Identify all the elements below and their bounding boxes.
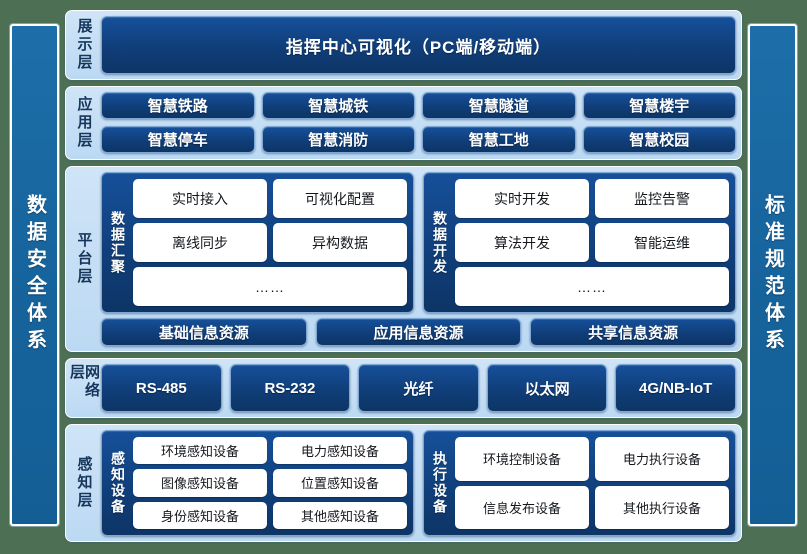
- sensing-group-actuator-devices: 执行设备 环境控制设备 电力执行设备 信息发布设备 其他执行设备: [423, 430, 736, 536]
- app-item[interactable]: 智慧消防: [261, 125, 415, 153]
- platform-chip[interactable]: 离线同步: [133, 223, 267, 262]
- platform-group-grid: 实时开发 监控告警 算法开发 智能运维 ……: [455, 179, 729, 306]
- platform-group-data-development: 数据开发 实时开发 监控告警 算法开发 智能运维 ……: [423, 172, 736, 313]
- layer-sensing: 感知层 感知设备 环境感知设备 电力感知设备 图像感知设备 位置感知设备: [65, 424, 742, 542]
- layer-application-label: 应用层: [75, 96, 93, 150]
- platform-chip[interactable]: 监控告警: [595, 179, 729, 218]
- layer-platform: 平台层 数据汇聚 实时接入 可视化配置 离线同步 异构数据: [65, 166, 742, 352]
- group-row: 实时接入 可视化配置: [133, 179, 407, 218]
- sensing-chip[interactable]: 电力感知设备: [273, 437, 407, 465]
- platform-chip-ellipsis[interactable]: ……: [133, 267, 407, 306]
- layer-presentation-body: 指挥中心可视化（PC端/移动端）: [97, 16, 736, 74]
- group-row: ……: [455, 267, 729, 306]
- app-item[interactable]: 智慧隧道: [422, 92, 576, 119]
- sensing-chip[interactable]: 位置感知设备: [273, 469, 407, 497]
- platform-group-grid: 实时接入 可视化配置 离线同步 异构数据 ……: [133, 179, 407, 306]
- layer-presentation: 展示层 指挥中心可视化（PC端/移动端）: [65, 10, 742, 80]
- platform-chip[interactable]: 异构数据: [273, 223, 407, 262]
- sensing-chip[interactable]: 身份感知设备: [133, 501, 267, 529]
- sensing-chip[interactable]: 环境控制设备: [455, 437, 589, 481]
- app-item[interactable]: 智慧城铁: [261, 92, 415, 119]
- group-row: 信息发布设备 其他执行设备: [455, 485, 729, 529]
- group-row: 算法开发 智能运维: [455, 223, 729, 262]
- left-pillar-label: 数据安全体系: [23, 194, 46, 356]
- layer-application-body: 智慧铁路 智慧城铁 智慧隧道 智慧楼宇 智慧停车 智慧消防 智慧工地 智慧校园: [97, 92, 736, 154]
- layer-platform-label: 平台层: [75, 232, 93, 286]
- app-item[interactable]: 智慧工地: [422, 125, 576, 153]
- platform-chip[interactable]: 算法开发: [455, 223, 589, 262]
- presentation-command-center-block[interactable]: 指挥中心可视化（PC端/移动端）: [101, 16, 736, 74]
- layer-platform-body: 数据汇聚 实时接入 可视化配置 离线同步 异构数据 ……: [97, 172, 737, 346]
- network-item[interactable]: 4G/NB-IoT: [615, 364, 736, 412]
- sensing-group-grid: 环境感知设备 电力感知设备 图像感知设备 位置感知设备 身份感知设备 其他感知设…: [133, 437, 407, 529]
- group-row: 实时开发 监控告警: [455, 179, 729, 218]
- platform-chip[interactable]: 智能运维: [595, 223, 729, 262]
- network-item[interactable]: RS-485: [101, 364, 222, 412]
- right-pillar-label: 标准规范体系: [761, 194, 784, 356]
- platform-group-label: 数据开发: [432, 210, 448, 275]
- application-row-1: 智慧铁路 智慧城铁 智慧隧道 智慧楼宇: [101, 92, 736, 121]
- sensing-group-sensor-devices: 感知设备 环境感知设备 电力感知设备 图像感知设备 位置感知设备: [101, 430, 414, 536]
- sensing-group-label: 执行设备: [432, 451, 448, 515]
- platform-chip[interactable]: 实时接入: [133, 179, 267, 218]
- sensing-chip[interactable]: 其他执行设备: [595, 485, 729, 529]
- layer-sensing-label: 感知层: [75, 456, 93, 510]
- sensing-groups-row: 感知设备 环境感知设备 电力感知设备 图像感知设备 位置感知设备: [101, 430, 736, 536]
- platform-resource-item[interactable]: 共享信息资源: [530, 318, 737, 346]
- sensing-chip[interactable]: 图像感知设备: [133, 469, 267, 497]
- group-row: 图像感知设备 位置感知设备: [133, 469, 407, 497]
- group-row: 环境感知设备 电力感知设备: [133, 437, 407, 465]
- layer-sensing-body: 感知设备 环境感知设备 电力感知设备 图像感知设备 位置感知设备: [97, 430, 736, 536]
- platform-resource-item[interactable]: 应用信息资源: [315, 318, 522, 346]
- platform-chip[interactable]: 实时开发: [455, 179, 589, 218]
- application-row-2: 智慧停车 智慧消防 智慧工地 智慧校园: [101, 125, 736, 155]
- sensing-chip[interactable]: 信息发布设备: [455, 485, 589, 529]
- sensing-group-label: 感知设备: [110, 451, 126, 515]
- app-item[interactable]: 智慧楼宇: [582, 92, 736, 119]
- app-item[interactable]: 智慧校园: [582, 125, 736, 153]
- group-row: 环境控制设备 电力执行设备: [455, 437, 729, 481]
- platform-chip-ellipsis[interactable]: ……: [455, 267, 729, 306]
- layer-network-label: 网络层: [68, 364, 100, 400]
- network-item[interactable]: 以太网: [486, 364, 608, 412]
- network-item[interactable]: RS-232: [229, 364, 351, 412]
- layer-network-body: RS-485 RS-232 光纤 以太网 4G/NB-IoT: [97, 364, 736, 412]
- sensing-chip[interactable]: 电力执行设备: [595, 437, 729, 481]
- group-row: 身份感知设备 其他感知设备: [133, 501, 407, 529]
- layer-presentation-label: 展示层: [75, 18, 93, 72]
- group-row: ……: [133, 267, 407, 306]
- sensing-chip[interactable]: 其他感知设备: [273, 501, 407, 529]
- platform-resources-row: 基础信息资源 应用信息资源 共享信息资源: [101, 318, 737, 346]
- group-row: 离线同步 异构数据: [133, 223, 407, 262]
- layer-stack: 展示层 指挥中心可视化（PC端/移动端） 应用层 智慧铁路 智慧城铁 智慧隧道 …: [65, 10, 742, 542]
- layer-application: 应用层 智慧铁路 智慧城铁 智慧隧道 智慧楼宇 智慧停车 智慧消防 智慧工地 智…: [65, 86, 742, 160]
- network-item[interactable]: 光纤: [358, 364, 479, 412]
- app-item[interactable]: 智慧铁路: [101, 92, 255, 119]
- sensing-chip[interactable]: 环境感知设备: [133, 437, 267, 465]
- platform-group-data-aggregation: 数据汇聚 实时接入 可视化配置 离线同步 异构数据 ……: [101, 172, 414, 313]
- layer-network: 网络层 RS-485 RS-232 光纤 以太网 4G/NB-IoT: [65, 358, 742, 418]
- platform-resource-item[interactable]: 基础信息资源: [101, 318, 307, 346]
- right-pillar-standards: 标准规范体系: [748, 24, 797, 526]
- left-pillar-data-security: 数据安全体系: [10, 24, 59, 526]
- platform-group-label: 数据汇聚: [110, 210, 126, 275]
- platform-groups-row: 数据汇聚 实时接入 可视化配置 离线同步 异构数据 ……: [101, 172, 736, 313]
- app-item[interactable]: 智慧停车: [101, 125, 255, 153]
- platform-chip[interactable]: 可视化配置: [273, 179, 407, 218]
- sensing-group-grid: 环境控制设备 电力执行设备 信息发布设备 其他执行设备: [455, 437, 729, 529]
- network-items-row: RS-485 RS-232 光纤 以太网 4G/NB-IoT: [101, 364, 736, 412]
